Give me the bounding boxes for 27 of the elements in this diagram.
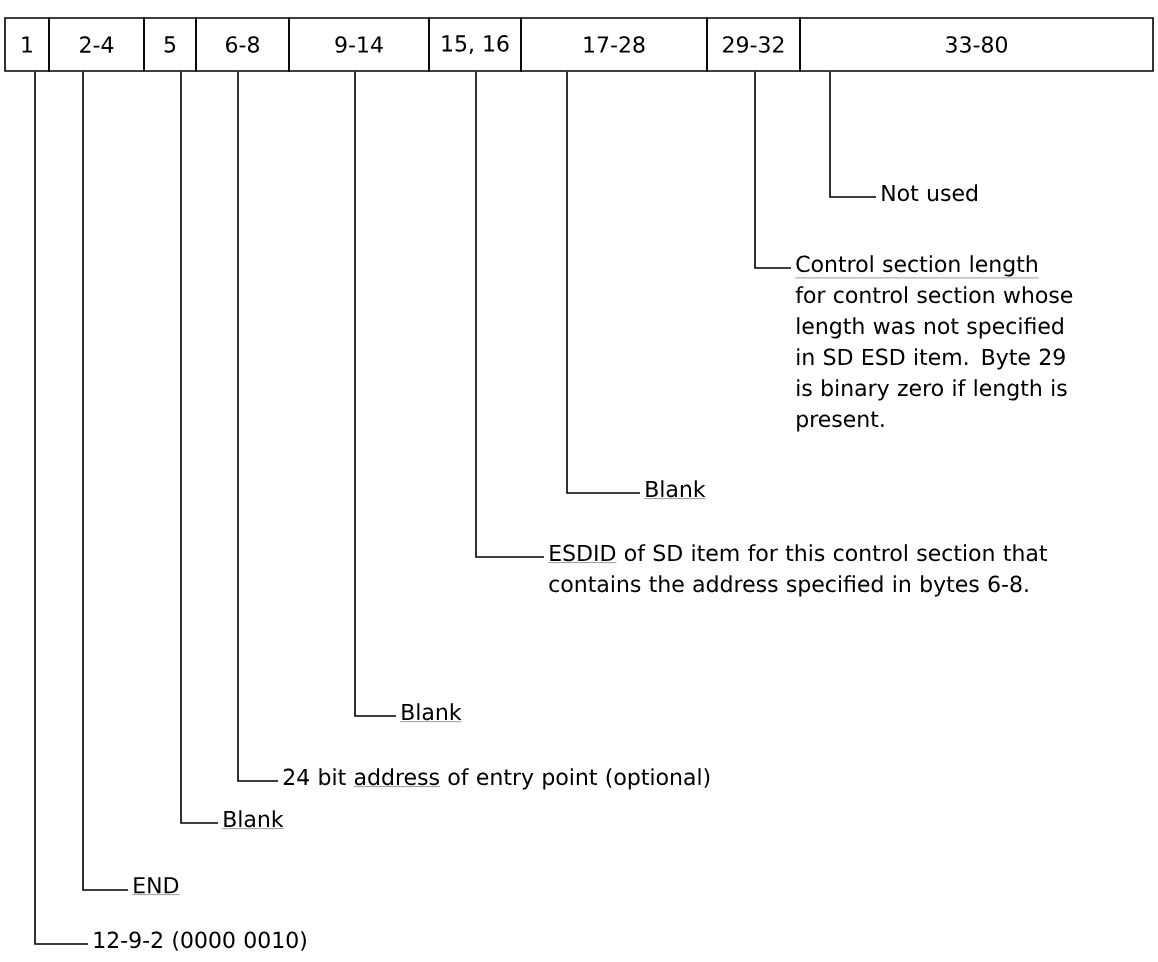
annotation-text: END xyxy=(132,877,180,895)
annotation-text: 12-9-2 (0000 0010) xyxy=(94,931,306,951)
leader-line xyxy=(754,71,792,269)
annotation-text: Blank xyxy=(400,703,462,722)
leader-line xyxy=(237,71,279,782)
field-cell: 2-4 xyxy=(48,17,145,72)
leader-line xyxy=(566,71,641,494)
field-cell: 6-8 xyxy=(195,17,290,72)
annotation-text: Not used xyxy=(882,184,977,202)
annotation-text: Blank xyxy=(222,810,284,829)
field-cell: 33-80 xyxy=(799,17,1154,72)
field-cell: 1 xyxy=(4,17,50,72)
leader-line xyxy=(82,71,129,891)
field-cell: 29-32 xyxy=(706,17,801,72)
annotation-text: 24 bit address of entry point (optional) xyxy=(283,768,710,790)
leader-line xyxy=(829,71,877,198)
field-cell: 9-14 xyxy=(288,17,430,72)
leader-line xyxy=(34,71,89,945)
field-cell: 5 xyxy=(143,17,197,72)
annotation-text: Control section length for control section whose length was not specified in SD ESD item. Byte 29 is binary zero if length is present. xyxy=(795,255,1073,432)
annotation-text: Blank xyxy=(644,480,706,499)
field-cell: 17-28 xyxy=(520,17,708,72)
leader-line xyxy=(180,71,219,824)
leader-line xyxy=(475,71,545,558)
field-cell: 15, 16 xyxy=(428,17,522,72)
annotation-text: ESDID of SD item for this control section that contains the address specified in bytes 6-8. xyxy=(548,544,1047,597)
leader-line xyxy=(354,71,397,717)
